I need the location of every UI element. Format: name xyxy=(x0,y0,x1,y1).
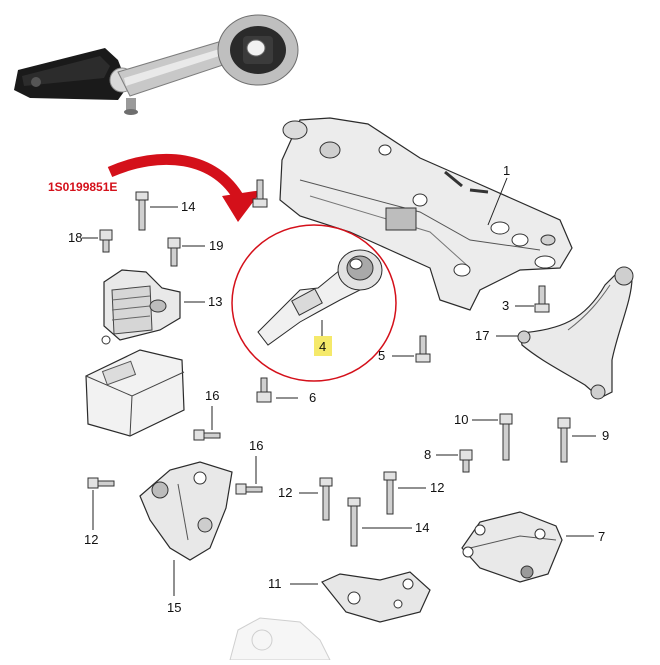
callout-12-center: 12 xyxy=(278,485,292,500)
callout-18: 18 xyxy=(68,230,82,245)
callout-13: 13 xyxy=(208,294,222,309)
callout-7: 7 xyxy=(598,529,605,544)
bolt-part-12-center xyxy=(319,477,333,521)
bolt-part-6 xyxy=(256,377,272,403)
mount-block xyxy=(85,349,185,437)
torque-rod-part-4 xyxy=(257,249,383,346)
callout-19: 19 xyxy=(209,238,223,253)
bolt-part-14-top xyxy=(135,191,149,231)
callout-16-top: 16 xyxy=(205,388,219,403)
callout-9: 9 xyxy=(602,428,609,443)
engine-mount-part-13 xyxy=(101,269,181,345)
bolt-part-16-top xyxy=(193,429,221,441)
subframe-part-1 xyxy=(279,117,573,311)
control-arm-part-17 xyxy=(517,266,634,400)
callout-14-top: 14 xyxy=(181,199,195,214)
highlight-circle xyxy=(231,224,397,382)
bolt-part-8 xyxy=(459,449,473,473)
bracket-part-7 xyxy=(461,511,563,583)
callout-11: 11 xyxy=(268,576,282,591)
callout-17: 17 xyxy=(475,328,489,343)
bolt-part-16-right xyxy=(235,483,263,495)
bolt-part-18 xyxy=(99,229,113,253)
pointer-arrowhead xyxy=(222,190,262,222)
bolt-part-10 xyxy=(499,413,513,461)
engine-outline xyxy=(229,617,331,661)
bolt-subframe-left xyxy=(252,179,268,208)
bracket-part-11 xyxy=(321,571,431,623)
bolt-part-9 xyxy=(557,417,571,463)
callout-3: 3 xyxy=(502,298,509,313)
callout-4: 4 xyxy=(319,339,326,354)
callout-1: 1 xyxy=(503,163,510,178)
callout-15: 15 xyxy=(167,600,181,615)
bolt-part-14-center xyxy=(347,497,361,547)
callout-12-right: 12 xyxy=(430,480,444,495)
callout-16-right: 16 xyxy=(249,438,263,453)
part-number-label: 1S0199851E xyxy=(48,180,117,194)
callout-10: 10 xyxy=(454,412,468,427)
callout-12-left: 12 xyxy=(84,532,98,547)
bolt-part-12-left xyxy=(87,477,115,489)
callout-8: 8 xyxy=(424,447,431,462)
bolt-part-19 xyxy=(167,237,181,267)
bolt-part-12-right xyxy=(383,471,397,515)
highlight-label-box xyxy=(314,336,332,356)
bolt-part-3 xyxy=(534,285,550,313)
bolt-part-5 xyxy=(415,335,431,363)
callout-14-center: 14 xyxy=(415,520,429,535)
callout-5: 5 xyxy=(378,348,385,363)
bracket-part-15 xyxy=(139,461,233,561)
torque-rod-photo xyxy=(14,14,299,115)
callout-6: 6 xyxy=(309,390,316,405)
pointer-arrow xyxy=(107,153,245,203)
